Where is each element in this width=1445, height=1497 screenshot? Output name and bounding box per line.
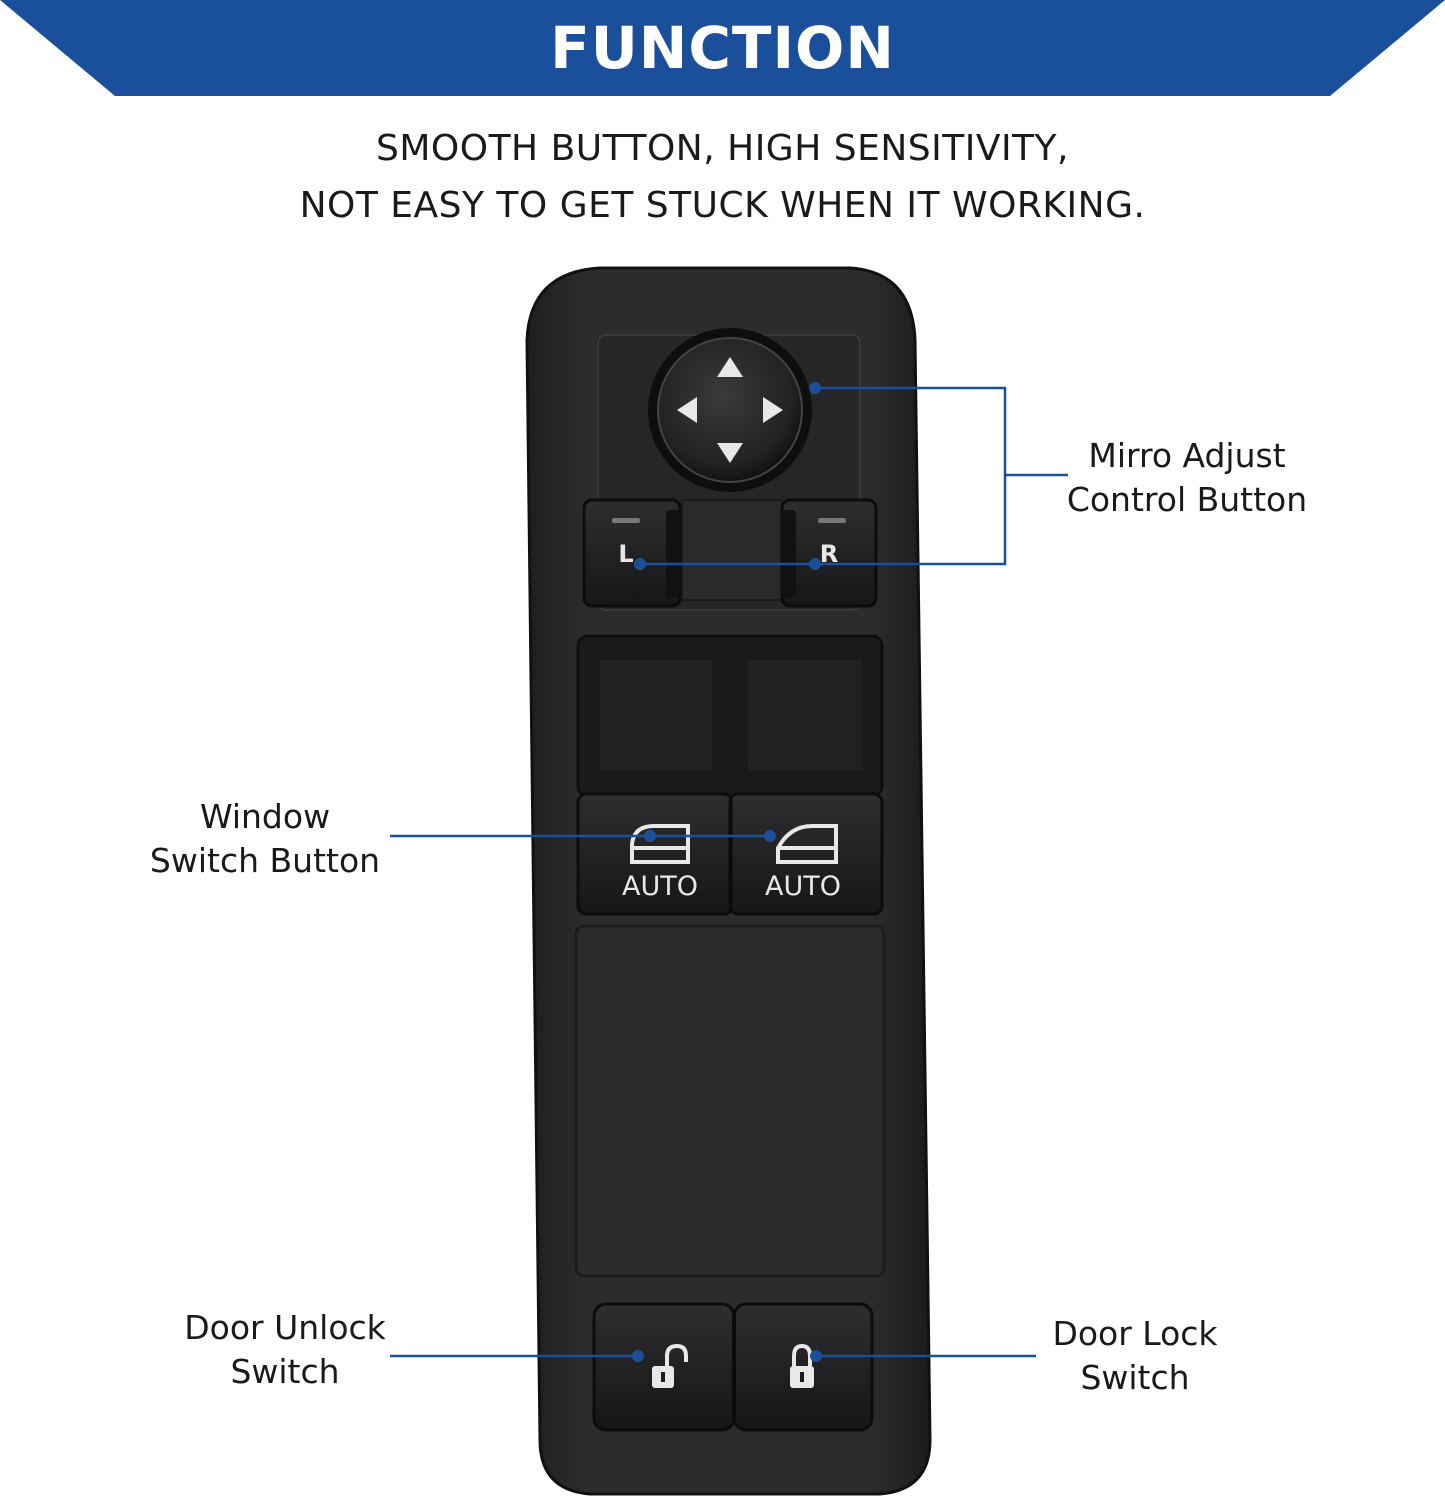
blank-panel [574, 924, 886, 1278]
subtitle-line-1: SMOOTH BUTTON, HIGH SENSITIVITY, [375, 128, 1069, 169]
arrow-up-icon [717, 357, 743, 377]
header-banner: FUNCTION [0, 0, 1445, 98]
callout-mirror-line2: Control Button [1066, 480, 1308, 519]
leader-lines [390, 386, 1068, 1358]
callout-lock-line1: Door Lock [1052, 1314, 1218, 1353]
window-left-auto-label: AUTO [622, 871, 698, 902]
callout-window-line1: Window [199, 797, 331, 836]
mirror-select-left-label: L [618, 540, 633, 568]
callout-mirror-adjust: Mirro Adjust Control Button [1062, 434, 1312, 522]
mirror-select-center [681, 499, 783, 601]
callout-window-switch: Window Switch Button [138, 795, 392, 883]
banner-shape [0, 0, 1445, 96]
unlock-icon [652, 1343, 688, 1388]
banner-title: FUNCTION [550, 14, 895, 82]
window-right-auto-label: AUTO [765, 871, 841, 902]
callout-window-line2: Switch Button [149, 841, 381, 880]
arrow-left-icon [677, 397, 697, 423]
callout-unlock-line2: Switch [230, 1352, 340, 1391]
arrow-right-icon [763, 397, 783, 423]
arrow-down-icon [717, 443, 743, 463]
subtitle-line-2: NOT EASY TO GET STUCK WHEN IT WORKING. [299, 185, 1146, 226]
mirror-select-right-label: R [820, 540, 838, 568]
lock-icon [790, 1343, 814, 1388]
callout-lock-line2: Switch [1080, 1358, 1190, 1397]
callout-door-lock: Door Lock Switch [1030, 1312, 1240, 1400]
leader-dots [632, 382, 822, 1362]
callout-unlock-line1: Door Unlock [184, 1308, 386, 1347]
callout-door-unlock: Door Unlock Switch [160, 1306, 410, 1394]
window-left-icon [630, 824, 690, 864]
callout-mirror-line1: Mirro Adjust [1088, 436, 1286, 475]
